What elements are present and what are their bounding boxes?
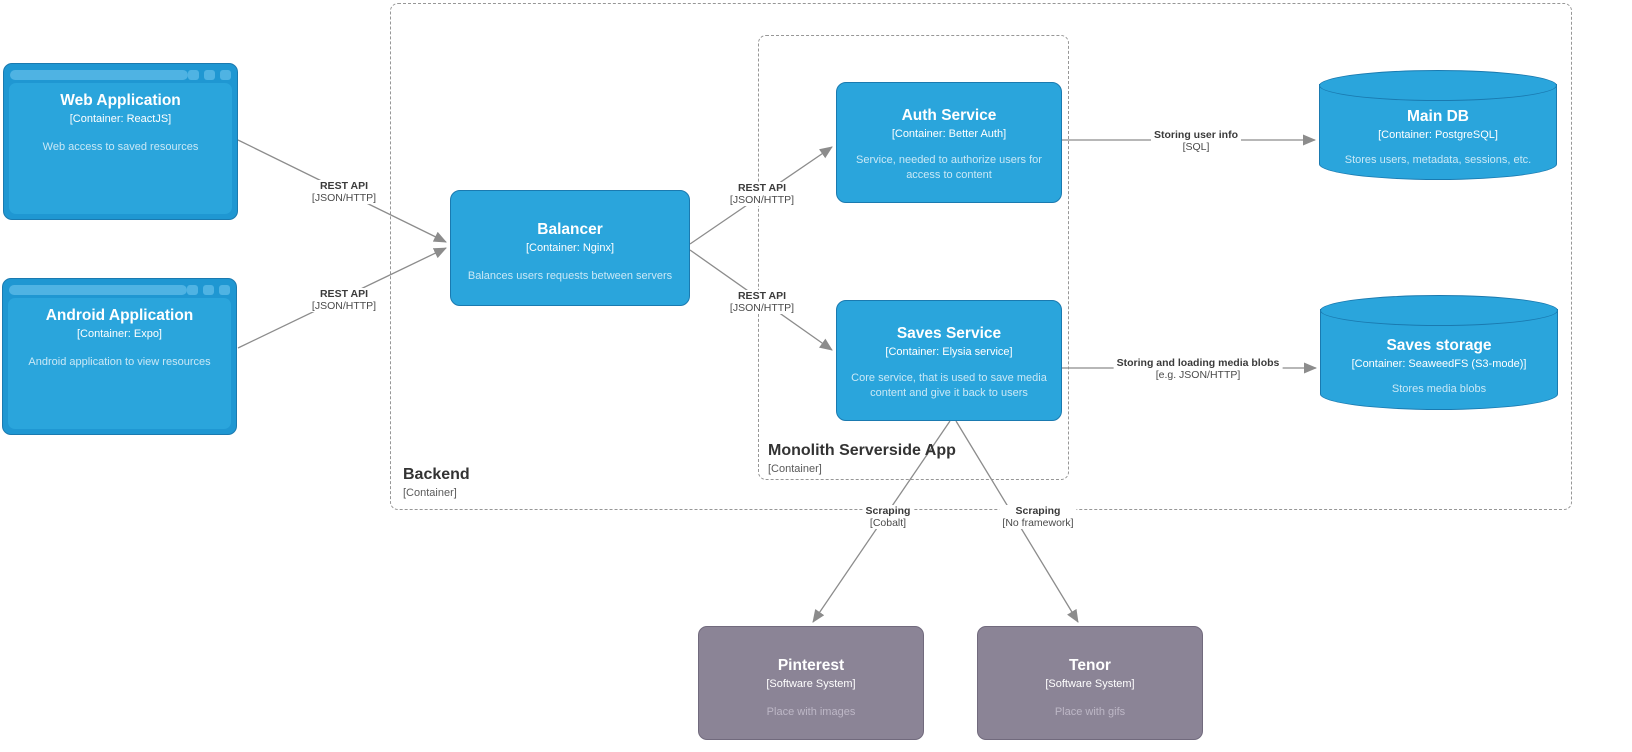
cylinder-top xyxy=(1320,295,1558,326)
node-text: Tenor [Software System] Place with gifs xyxy=(978,657,1202,720)
node-subtitle: [Container: ReactJS] xyxy=(69,113,172,125)
edge-label-android-balancer: REST API [JSON/HTTP] xyxy=(308,288,380,313)
address-bar-icon xyxy=(10,70,188,80)
node-title: Main DB xyxy=(1407,108,1469,125)
window-button-icon xyxy=(187,285,198,295)
node-text: Auth Service [Container: Better Auth] Se… xyxy=(837,107,1061,183)
node-text: Pinterest [Software System] Place with i… xyxy=(699,657,923,720)
edge-label-balancer-saves: REST API [JSON/HTTP] xyxy=(726,290,798,315)
window-titlebar xyxy=(9,69,232,81)
node-subtitle: [Software System] xyxy=(1045,678,1135,690)
node-subtitle: [Container: Elysia service] xyxy=(885,346,1013,358)
edge-name: REST API xyxy=(737,182,787,194)
container-title: Backend xyxy=(403,466,470,483)
node-subtitle: [Container: Expo] xyxy=(77,328,162,340)
window-panel xyxy=(9,83,232,214)
container-monolith xyxy=(758,35,1069,480)
window-button-icon xyxy=(220,70,231,80)
edge-name: Scraping xyxy=(1015,505,1061,517)
edge-technology: [SQL] xyxy=(1182,141,1210,154)
node-saves-service[interactable]: Saves Service [Container: Elysia service… xyxy=(836,300,1062,421)
node-description: Web access to saved resources xyxy=(42,141,199,153)
edge-name: Storing user info xyxy=(1154,129,1238,141)
window-panel xyxy=(8,298,231,429)
node-text: Main DB [Container: PostgreSQL] Stores u… xyxy=(1319,108,1557,168)
node-text: Web Application [Container: ReactJS] Web… xyxy=(4,92,237,155)
node-subtitle: [Container: Nginx] xyxy=(525,242,615,254)
node-description: Stores users, metadata, sessions, etc. xyxy=(1344,154,1532,166)
node-pinterest[interactable]: Pinterest [Software System] Place with i… xyxy=(698,626,924,740)
node-subtitle: [Container: Better Auth] xyxy=(891,128,1007,140)
edge-technology: [JSON/HTTP] xyxy=(311,300,377,313)
window-buttons xyxy=(187,285,230,295)
node-description: Android application to view resources xyxy=(28,356,211,368)
node-text: Saves storage [Container: SeaweedFS (S3-… xyxy=(1320,337,1558,397)
node-auth-service[interactable]: Auth Service [Container: Better Auth] Se… xyxy=(836,82,1062,203)
address-bar-icon xyxy=(9,285,187,295)
edge-label-auth-maindb: Storing user info [SQL] xyxy=(1151,129,1241,154)
node-title: Pinterest xyxy=(777,657,845,674)
edge-technology: [e.g. JSON/HTTP] xyxy=(1155,369,1241,382)
container-title: Monolith Serverside App xyxy=(768,442,956,459)
edge-technology: [JSON/HTTP] xyxy=(729,302,795,315)
node-title: Android Application xyxy=(45,307,194,324)
edge-technology: [JSON/HTTP] xyxy=(729,194,795,207)
edge-technology: [Cobalt] xyxy=(869,517,907,530)
node-saves-storage[interactable]: Saves storage [Container: SeaweedFS (S3-… xyxy=(1320,295,1558,410)
edge-name: Scraping xyxy=(865,505,911,517)
window-titlebar xyxy=(8,284,231,296)
container-backend xyxy=(390,3,1572,510)
window-button-icon xyxy=(203,285,214,295)
edge-label-saves-tenor: Scraping [No framework] xyxy=(999,505,1077,530)
node-description: Core service, that is used to save media… xyxy=(851,372,1047,399)
edge-name: REST API xyxy=(319,180,369,192)
node-title: Saves storage xyxy=(1386,337,1492,354)
edge-technology: [JSON/HTTP] xyxy=(311,192,377,205)
container-monolith-label: Monolith Serverside App [Container] xyxy=(768,442,956,475)
edge-name: Storing and loading media blobs xyxy=(1116,357,1280,369)
node-subtitle: [Container: PostgreSQL] xyxy=(1378,129,1498,141)
node-main-db[interactable]: Main DB [Container: PostgreSQL] Stores u… xyxy=(1319,70,1557,180)
window-buttons xyxy=(188,70,231,80)
node-description: Stores media blobs xyxy=(1391,383,1487,395)
edge-label-saves-pinterest: Scraping [Cobalt] xyxy=(862,505,914,530)
container-type: [Container] xyxy=(403,487,457,499)
edge-name: REST API xyxy=(319,288,369,300)
edge-label-saves-storage: Storing and loading media blobs [e.g. JS… xyxy=(1113,357,1283,382)
node-web-application[interactable]: Web Application [Container: ReactJS] Web… xyxy=(3,63,238,220)
window-button-icon xyxy=(219,285,230,295)
node-subtitle: [Container: SeaweedFS (S3-mode)] xyxy=(1351,358,1527,370)
node-android-application[interactable]: Android Application [Container: Expo] An… xyxy=(2,278,237,435)
node-title: Web Application xyxy=(60,92,181,109)
node-text: Balancer [Container: Nginx] Balances use… xyxy=(451,221,689,284)
node-description: Place with images xyxy=(766,706,856,718)
node-title: Tenor xyxy=(1069,657,1111,674)
container-type: [Container] xyxy=(768,463,822,475)
window-button-icon xyxy=(204,70,215,80)
node-description: Place with gifs xyxy=(1054,706,1126,718)
node-title: Auth Service xyxy=(901,107,997,124)
node-text: Android Application [Container: Expo] An… xyxy=(3,307,236,370)
node-tenor[interactable]: Tenor [Software System] Place with gifs xyxy=(977,626,1203,740)
node-description: Balances users requests between servers xyxy=(467,270,673,282)
node-title: Saves Service xyxy=(896,325,1002,342)
edge-technology: [No framework] xyxy=(1002,517,1074,530)
node-text: Saves Service [Container: Elysia service… xyxy=(837,325,1061,401)
node-balancer[interactable]: Balancer [Container: Nginx] Balances use… xyxy=(450,190,690,306)
edge-name: REST API xyxy=(737,290,787,302)
node-subtitle: [Software System] xyxy=(766,678,856,690)
cylinder-top xyxy=(1319,70,1557,101)
edge-label-balancer-auth: REST API [JSON/HTTP] xyxy=(726,182,798,207)
node-title: Balancer xyxy=(537,221,603,238)
window-button-icon xyxy=(188,70,199,80)
edge-label-web-balancer: REST API [JSON/HTTP] xyxy=(308,180,380,205)
node-description: Service, needed to authorize users for a… xyxy=(856,154,1042,181)
container-backend-label: Backend [Container] xyxy=(403,466,470,499)
